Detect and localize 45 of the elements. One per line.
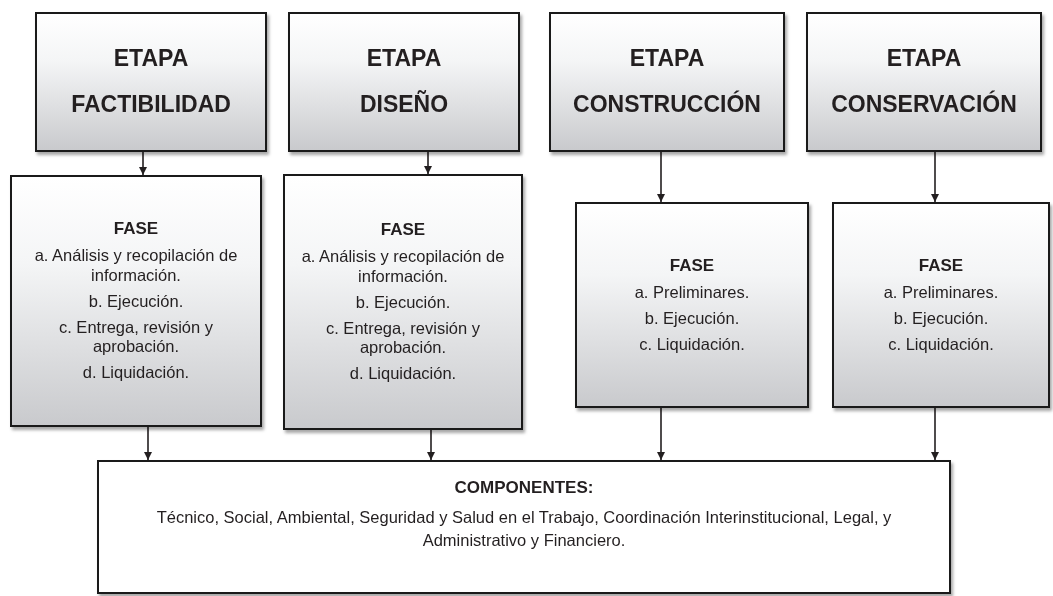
arrow [657,407,665,461]
arrow [931,151,939,203]
phase-box [283,174,523,430]
phase-item: a. Preliminares. [883,283,999,303]
phase-item: c. Liquidación. [888,334,994,355]
phase-box [10,175,262,427]
phase-item: c. Liquidación. [639,334,745,355]
stage-box [806,12,1042,152]
arrow [931,407,939,461]
phase-item: b. Ejecución. [355,292,451,313]
stage-title: ETAPA [113,45,189,73]
phase-item: a. Preliminares. [634,283,750,303]
stage-title: ETAPA [366,45,442,73]
arrow [144,426,152,461]
phase-heading: FASE [669,255,715,276]
phase-item: b. Ejecución. [88,291,184,312]
phase-heading: COMPONENTES: [454,477,594,499]
stage-title: CONSERVACIÓN [831,91,1017,119]
stage-box [549,12,785,152]
stage-title: DISEÑO [359,91,449,119]
phase-item: c. Entrega, revisión y aprobación. [324,318,482,359]
stage-title: ETAPA [629,45,705,73]
phase-box [832,202,1050,408]
arrow [424,151,432,175]
phase-box [575,202,809,408]
phase-item: a. Análisis y recopilación de información. [33,246,239,286]
phase-item: d. Liquidación. [82,363,190,384]
stage-box [35,12,267,152]
arrow [139,151,147,176]
stage-title: CONSTRUCCIÓN [573,91,761,119]
components-box [97,460,951,594]
stage-box [288,12,520,152]
phase-heading: FASE [918,255,964,276]
phase-item: b. Ejecución. [644,308,740,329]
components-text: Técnico, Social, Ambiental, Seguridad y Salud en el Trabajo, Coordinación Interinstitucional, Legal, y Administrativo y Financiero. [155,506,893,551]
phase-item: d. Liquidación. [349,364,457,385]
phase-item: a. Análisis y recopilación de información. [300,247,506,287]
stage-title: FACTIBILIDAD [71,91,231,119]
arrow [657,151,665,203]
stage-title: ETAPA [886,45,962,73]
phase-heading: FASE [380,219,426,241]
phase-item: b. Ejecución. [893,308,989,329]
phase-item: c. Entrega, revisión y aprobación. [57,317,215,358]
arrow [427,429,435,461]
phase-heading: FASE [113,218,159,240]
